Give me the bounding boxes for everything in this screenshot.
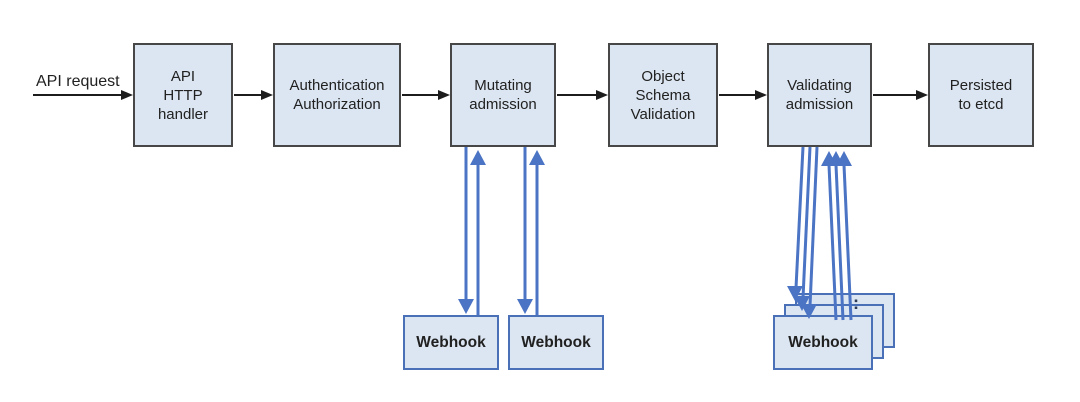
api-request-arrow xyxy=(33,90,133,100)
node-label-line: Validating xyxy=(787,77,852,94)
node-label-line: API xyxy=(170,67,196,85)
node-validating-admission: Validating admission xyxy=(767,43,872,147)
mutating-webhook-2: Webhook xyxy=(508,315,604,370)
flow-arrow-handler-to-auth xyxy=(234,90,273,100)
validating-webhook-down-arrow-1 xyxy=(787,146,805,301)
mutating-webhook-up-arrow-2 xyxy=(529,150,545,315)
node-label-line: admission xyxy=(785,96,854,113)
webhook-label: Webhook xyxy=(788,333,858,351)
node-persisted-to-etcd: Persisted to etcd xyxy=(928,43,1034,147)
node-label-line: Persisted xyxy=(949,77,1013,94)
mutating-webhook-down-arrow-1 xyxy=(458,147,474,314)
node-label-line: handler xyxy=(157,105,209,123)
validating-webhook-stack-front: Webhook xyxy=(773,315,873,370)
webhook-label: Webhook xyxy=(416,334,486,351)
node-mutating-admission: Mutating admission xyxy=(450,43,556,147)
api-request-label: API request xyxy=(36,73,120,90)
flow-arrow-schema-to-validating xyxy=(719,90,767,100)
flow-arrow-mutating-to-schema xyxy=(557,90,608,100)
node-authentication-authorization: Authentication Authorization xyxy=(273,43,401,147)
mutating-webhook-1: Webhook xyxy=(403,315,499,370)
node-label-line: Validation xyxy=(630,105,696,123)
node-label-line: Authentication xyxy=(289,77,385,94)
node-label-line: Authorization xyxy=(293,96,381,113)
webhook-label: Webhook xyxy=(521,334,591,351)
node-label-line: Mutating xyxy=(474,77,532,94)
more-webhooks-indicator: : xyxy=(853,293,859,313)
node-label-line: Schema xyxy=(635,86,691,104)
flow-arrow-auth-to-mutating xyxy=(402,90,450,100)
node-label-line: Object xyxy=(641,67,685,85)
flow-arrow-validating-to-etcd xyxy=(873,90,928,100)
mutating-webhook-up-arrow-1 xyxy=(470,150,486,315)
node-api-http-handler: API HTTP handler xyxy=(133,43,233,147)
validating-webhook-down-arrow-2 xyxy=(794,146,812,311)
node-label-line: to etcd xyxy=(958,96,1004,113)
node-label-line: admission xyxy=(469,96,537,113)
node-object-schema-validation: Object Schema Validation xyxy=(608,43,718,147)
node-label-line: HTTP xyxy=(163,86,203,104)
mutating-webhook-down-arrow-2 xyxy=(517,147,533,314)
